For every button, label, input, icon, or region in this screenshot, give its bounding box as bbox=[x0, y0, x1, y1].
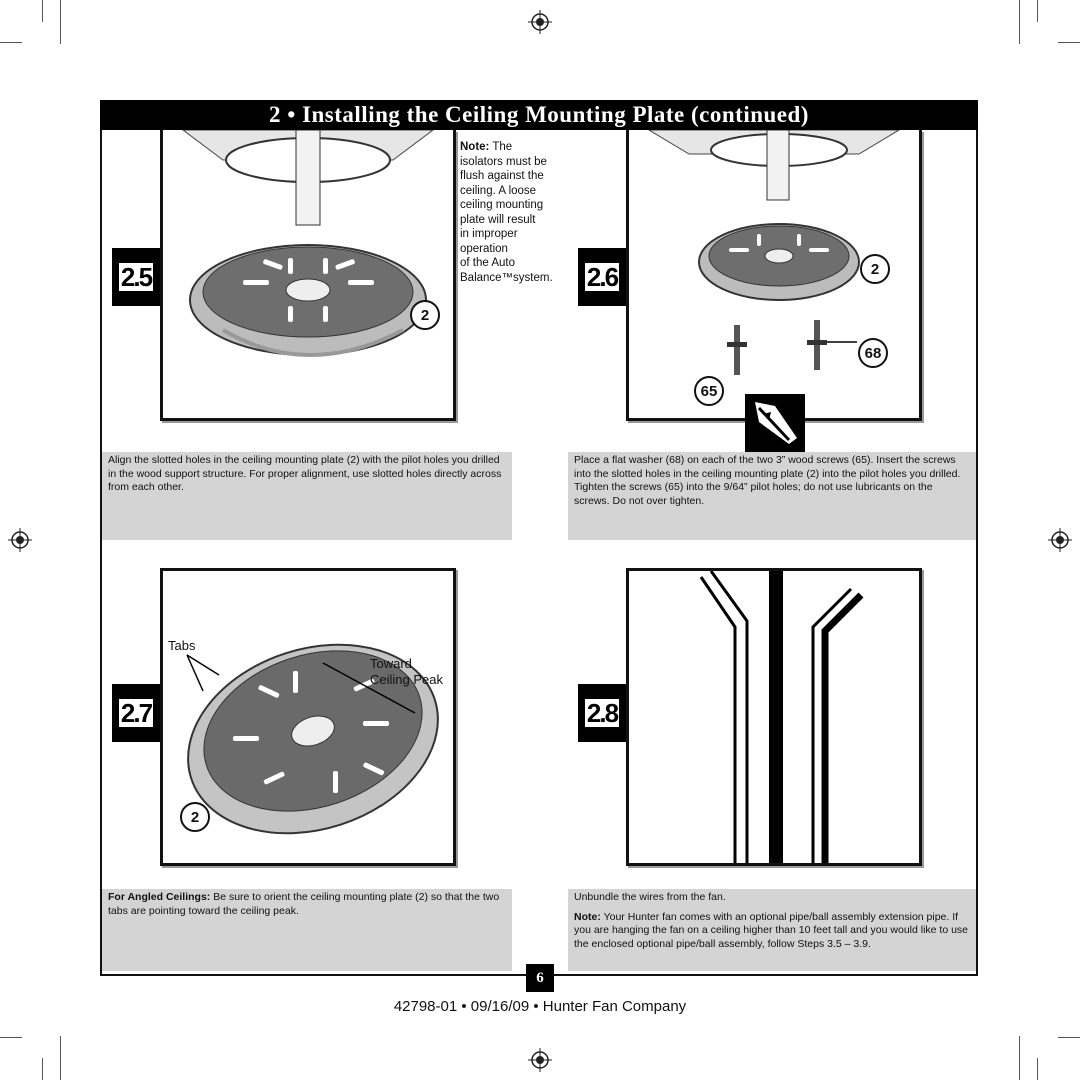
wires-illustration bbox=[699, 570, 864, 863]
crop-mark-icon bbox=[1037, 0, 1038, 22]
registration-mark-icon bbox=[528, 10, 552, 34]
crop-mark-icon bbox=[60, 1036, 61, 1080]
step-2-6-caption: Place a flat washer (68) on each of the … bbox=[568, 452, 976, 540]
part-callout-2: 2 bbox=[410, 300, 440, 330]
part-callout-65: 65 bbox=[694, 376, 724, 406]
tabs-label: Tabs bbox=[168, 638, 196, 653]
step-2-5-illustration bbox=[160, 129, 456, 421]
crop-mark-icon bbox=[0, 1037, 22, 1038]
crop-mark-icon bbox=[0, 42, 22, 43]
registration-mark-icon bbox=[8, 528, 32, 552]
mounting-plate-illustration bbox=[181, 129, 435, 357]
crop-mark-icon bbox=[1058, 42, 1080, 43]
crop-mark-icon bbox=[1019, 0, 1020, 44]
angled-plate-illustration bbox=[186, 643, 439, 835]
crop-mark-icon bbox=[42, 0, 43, 22]
page-number: 6 bbox=[526, 964, 554, 992]
page-title: 2 • Installing the Ceiling Mounting Plat… bbox=[269, 102, 809, 127]
step-2-8-instruction: Unbundle the wires from the fan. bbox=[574, 891, 726, 903]
step-2-8-note: Note: Your Hunter fan comes with an opti… bbox=[574, 910, 969, 950]
page-footer: 42798-01 • 09/16/09 • Hunter Fan Company bbox=[393, 998, 687, 1015]
crop-mark-icon bbox=[1019, 1036, 1020, 1080]
step-2-5-caption: Align the slotted holes in the ceiling m… bbox=[102, 452, 512, 540]
step-2-8-caption: Unbundle the wires from the fan. Note: Y… bbox=[568, 889, 976, 971]
registration-mark-icon bbox=[1048, 528, 1072, 552]
part-callout-2: 2 bbox=[860, 254, 890, 284]
no-lubricant-icon bbox=[745, 394, 805, 452]
registration-mark-icon bbox=[528, 1048, 552, 1072]
section-title-bar: 2 • Installing the Ceiling Mounting Plat… bbox=[100, 100, 978, 130]
crop-mark-icon bbox=[1037, 1058, 1038, 1080]
step-number-2-7: 2.7 bbox=[112, 684, 160, 742]
step-number-2-6: 2.6 bbox=[578, 248, 626, 306]
step-2-5-note: Note: The isolators must be flush agains… bbox=[460, 141, 553, 284]
crop-mark-icon bbox=[1058, 1037, 1080, 1038]
screws-illustration bbox=[647, 129, 901, 375]
part-callout-68: 68 bbox=[858, 338, 888, 368]
step-2-7-caption: For Angled Ceilings: Be sure to orient t… bbox=[102, 889, 512, 971]
step-2-8-illustration bbox=[626, 568, 922, 866]
part-callout-2: 2 bbox=[180, 802, 210, 832]
step-number-2-5: 2.5 bbox=[112, 248, 160, 306]
crop-mark-icon bbox=[60, 0, 61, 44]
step-2-7-illustration bbox=[160, 568, 456, 866]
step-number-2-8: 2.8 bbox=[578, 684, 626, 742]
crop-mark-icon bbox=[42, 1058, 43, 1080]
